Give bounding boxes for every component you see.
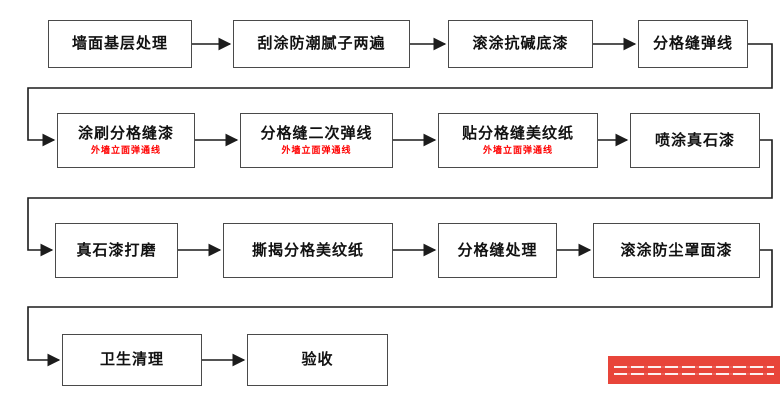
- flow-step-dustproof-topcoat: 滚涂防尘罩面漆: [593, 223, 760, 278]
- flow-step-joint-line-snapping: 分格缝弹线: [638, 20, 748, 68]
- flow-step-cleanup: 卫生清理: [62, 334, 202, 386]
- flow-step-second-line-snapping: 分格缝二次弹线 外墙立面弹通线: [240, 113, 393, 168]
- flow-step-label: 分格缝二次弹线: [260, 124, 373, 142]
- flow-step-paint-joint-paint: 涂刷分格缝漆 外墙立面弹通线: [57, 113, 195, 168]
- flow-step-label: 撕揭分格美纹纸: [251, 241, 364, 259]
- flow-step-label: 真石漆打磨: [76, 241, 157, 259]
- flow-step-note: 外墙立面弹通线: [482, 145, 553, 156]
- flow-step-moistureproof-putty: 刮涂防潮腻子两遍: [233, 20, 410, 68]
- flow-step-label: 滚涂抗碱底漆: [472, 35, 569, 53]
- flow-step-label: 刮涂防潮腻子两遍: [257, 35, 386, 53]
- flow-step-label: 卫生清理: [99, 351, 164, 369]
- watermark-badge: [608, 356, 780, 384]
- flow-step-spray-stone-paint: 喷涂真石漆: [630, 113, 760, 168]
- flow-step-stone-paint-sanding: 真石漆打磨: [55, 223, 178, 278]
- watermark-text-line: [614, 365, 774, 368]
- flow-step-alkali-resistant-primer: 滚涂抗碱底漆: [448, 20, 593, 68]
- flow-step-label: 分格缝弹线: [652, 35, 733, 53]
- watermark-text-line: [614, 372, 774, 375]
- flow-step-label: 验收: [301, 351, 334, 369]
- flow-step-note: 外墙立面弹通线: [90, 145, 161, 156]
- flow-step-wall-base-treatment: 墙面基层处理: [48, 20, 192, 68]
- flow-step-note: 外墙立面弹通线: [281, 145, 352, 156]
- flow-step-label: 贴分格缝美纹纸: [461, 124, 574, 142]
- flow-step-label: 分格缝处理: [457, 241, 538, 259]
- flow-step-joint-treatment: 分格缝处理: [438, 223, 557, 278]
- flow-step-label: 喷涂真石漆: [654, 131, 735, 149]
- flow-step-acceptance: 验收: [247, 334, 388, 386]
- flow-step-label: 墙面基层处理: [71, 35, 168, 53]
- flow-step-label: 涂刷分格缝漆: [77, 124, 174, 142]
- flow-step-apply-masking-tape: 贴分格缝美纹纸 外墙立面弹通线: [438, 113, 598, 168]
- flow-step-label: 滚涂防尘罩面漆: [620, 241, 733, 259]
- flow-step-remove-masking-tape: 撕揭分格美纹纸: [223, 223, 393, 278]
